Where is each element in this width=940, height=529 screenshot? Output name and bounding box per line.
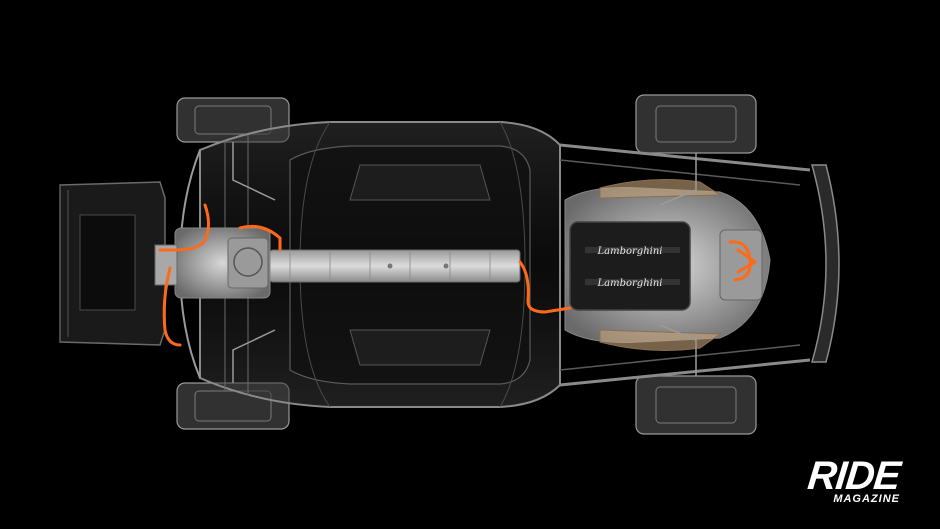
- engine-cover-text-top: Lamborghini: [597, 246, 663, 257]
- high-voltage-cables: [158, 203, 757, 347]
- wheel-hubs: [194, 105, 737, 424]
- wheel-rear-right: [635, 375, 757, 435]
- watermark: RIDE MAGAZINE: [806, 454, 903, 505]
- front-crash-structure: [59, 181, 166, 346]
- v12-engine: Lamborghini Lamborghini: [564, 179, 771, 351]
- battery-pack: [269, 249, 521, 283]
- watermark-word: RIDE: [806, 454, 903, 498]
- engine-cover-text-bottom: Lamborghini: [597, 278, 663, 289]
- wheel-rear-left: [635, 94, 757, 154]
- rear-wing: [811, 164, 840, 363]
- suspension: [232, 142, 697, 383]
- engine-cover: [569, 221, 691, 311]
- watermark-sub: MAGAZINE: [833, 493, 900, 505]
